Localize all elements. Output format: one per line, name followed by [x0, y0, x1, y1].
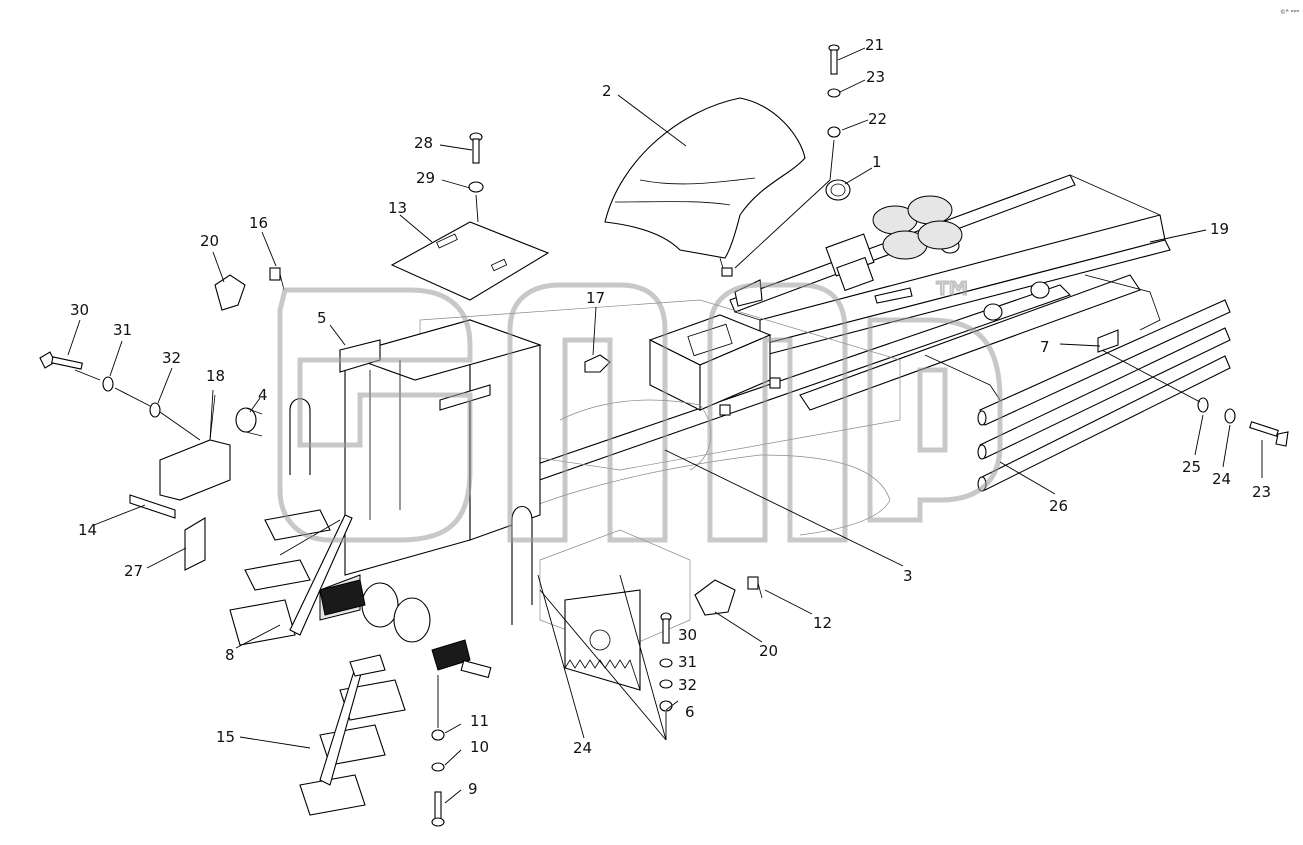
callout-3: 3: [903, 567, 913, 585]
callout-11: 11: [470, 712, 489, 730]
bolt-23-right: [1097, 329, 1289, 447]
callout-7: 7: [1040, 338, 1050, 356]
callout-32-left: 32: [162, 349, 181, 367]
callout-27: 27: [124, 562, 143, 580]
bolt-30-left: [39, 351, 201, 441]
callout-30-right: 30: [678, 626, 697, 644]
callout-18: 18: [206, 367, 225, 385]
callout-20-right: 20: [759, 642, 778, 660]
callout-28: 28: [414, 134, 433, 152]
drive-shaft: [734, 195, 963, 307]
callout-13: 13: [388, 199, 407, 217]
leader-lines: [67, 47, 1263, 804]
pad-20-left: [214, 267, 285, 311]
callout-22: 22: [868, 110, 887, 128]
cover-plate-13: [390, 221, 550, 301]
rear-bars: [924, 274, 1231, 492]
steps-15: [299, 654, 406, 816]
part-17: [584, 354, 611, 373]
pad-20-right: [694, 576, 763, 616]
callout-23-right: 23: [1252, 483, 1271, 501]
callout-20-left: 20: [200, 232, 219, 250]
callout-19: 19: [1210, 220, 1229, 238]
callout-25: 25: [1182, 458, 1201, 476]
callout-1: 1: [872, 153, 882, 171]
callout-21: 21: [865, 36, 884, 54]
frame-rails: [519, 174, 1171, 486]
watermark: ™: [277, 271, 1003, 543]
callout-23-top: 23: [866, 68, 885, 86]
callout-26: 26: [1049, 497, 1068, 515]
bolt-30-right: [659, 612, 673, 712]
exhaust-pipes: [319, 579, 492, 679]
bolt-28-stack: [468, 132, 484, 223]
callout-9: 9: [468, 780, 478, 798]
callout-6: 6: [685, 703, 695, 721]
sleeve-4: [235, 407, 257, 433]
callout-24-right: 24: [1212, 470, 1231, 488]
callout-32-right: 32: [678, 676, 697, 694]
callout-31-left: 31: [113, 321, 132, 339]
mudflap: [564, 589, 641, 691]
callout-30-left: 30: [70, 301, 89, 319]
callout-10: 10: [470, 738, 489, 756]
callout-14: 14: [78, 521, 97, 539]
bolt-21-stack: [734, 44, 841, 269]
callout-29: 29: [416, 169, 435, 187]
cover-18: [129, 394, 231, 519]
callout-4: 4: [258, 386, 268, 404]
callout-8: 8: [225, 646, 235, 664]
bolt-9-stack: [431, 675, 445, 827]
corner-mark: ©ᴿ ʷʷᵒ: [1280, 9, 1300, 16]
callout-5: 5: [317, 309, 327, 327]
trademark-symbol: ™: [930, 272, 976, 326]
bracket-27: [184, 517, 206, 571]
callout-17: 17: [586, 289, 605, 307]
fender-2: [604, 97, 806, 277]
ring-1: [825, 179, 851, 201]
callout-12: 12: [813, 614, 832, 632]
callout-15: 15: [216, 728, 235, 746]
callout-24-bottom: 24: [573, 739, 592, 757]
callout-labels: 1 2 3 4 5 6 7 8 9 10 11 12 13 14 15 16 1…: [70, 36, 1271, 798]
callout-16: 16: [249, 214, 268, 232]
callout-31-right: 31: [678, 653, 697, 671]
callout-2: 2: [602, 82, 612, 100]
